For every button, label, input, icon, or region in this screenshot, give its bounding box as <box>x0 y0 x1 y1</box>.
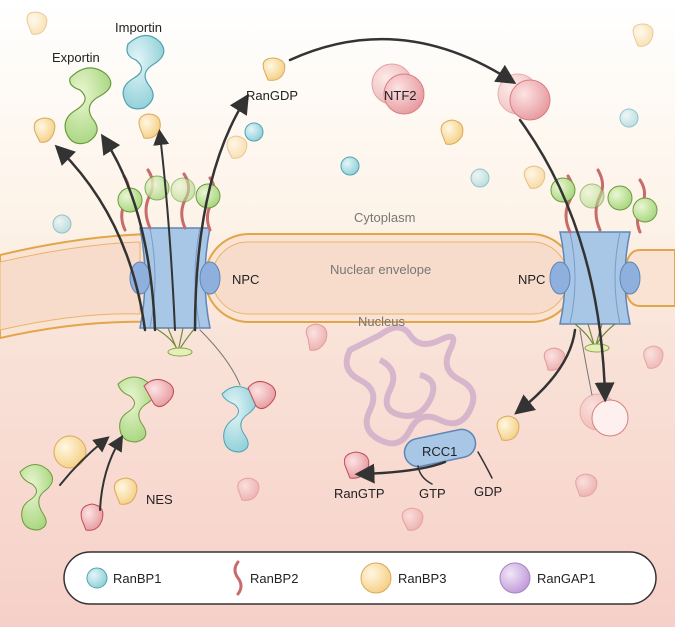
legend-ranbp3-label: RanBP3 <box>398 571 446 586</box>
import-complex-middle <box>221 381 276 453</box>
legend-ranbp1-icon <box>86 567 108 589</box>
legend-ranbp2-icon <box>233 560 243 596</box>
npc-right <box>549 231 641 353</box>
label-cytoplasm: Cytoplasm <box>354 210 415 225</box>
label-rcc1: RCC1 <box>422 444 457 459</box>
legend: RanBP1 RanBP2 RanBP3 RanGAP1 <box>63 551 657 605</box>
ranbp1-molecules <box>52 108 639 234</box>
rangdp-nucleus <box>496 415 520 441</box>
label-ntf2: NTF2 <box>384 88 417 103</box>
label-nes: NES <box>146 492 173 507</box>
label-rangdp: RanGDP <box>246 88 298 103</box>
legend-rangap1-label: RanGAP1 <box>537 571 596 586</box>
npc-left <box>129 227 221 357</box>
label-npc-left: NPC <box>232 272 259 287</box>
label-exportin: Exportin <box>52 50 100 65</box>
importin-protein <box>122 34 165 110</box>
label-rangtp: RanGTP <box>334 486 385 501</box>
label-gtp: GTP <box>419 486 446 501</box>
export-complex-middle <box>117 376 174 443</box>
legend-ranbp2-label: RanBP2 <box>250 571 298 586</box>
label-nuclear-envelope: Nuclear envelope <box>330 262 431 277</box>
legend-rangap1-icon <box>499 562 531 594</box>
export-complex-bottom-left <box>19 435 138 531</box>
ran-molecules-cytoplasm <box>26 11 654 189</box>
ntf2-complex <box>371 63 425 115</box>
legend-ranbp3-icon <box>360 562 392 594</box>
label-npc-right: NPC <box>518 272 545 287</box>
legend-ranbp1-label: RanBP1 <box>113 571 161 586</box>
label-nucleus: Nucleus <box>358 314 405 329</box>
ran-complex-right-nucleus <box>579 393 629 437</box>
label-importin: Importin <box>115 20 162 35</box>
transport-arrows <box>54 37 615 511</box>
nuclear-ran-molecules <box>237 323 664 531</box>
chromatin <box>343 324 477 447</box>
label-gdp: GDP <box>474 484 502 499</box>
exportin-protein <box>64 67 112 145</box>
npc-right-globular-proteins <box>550 177 658 223</box>
